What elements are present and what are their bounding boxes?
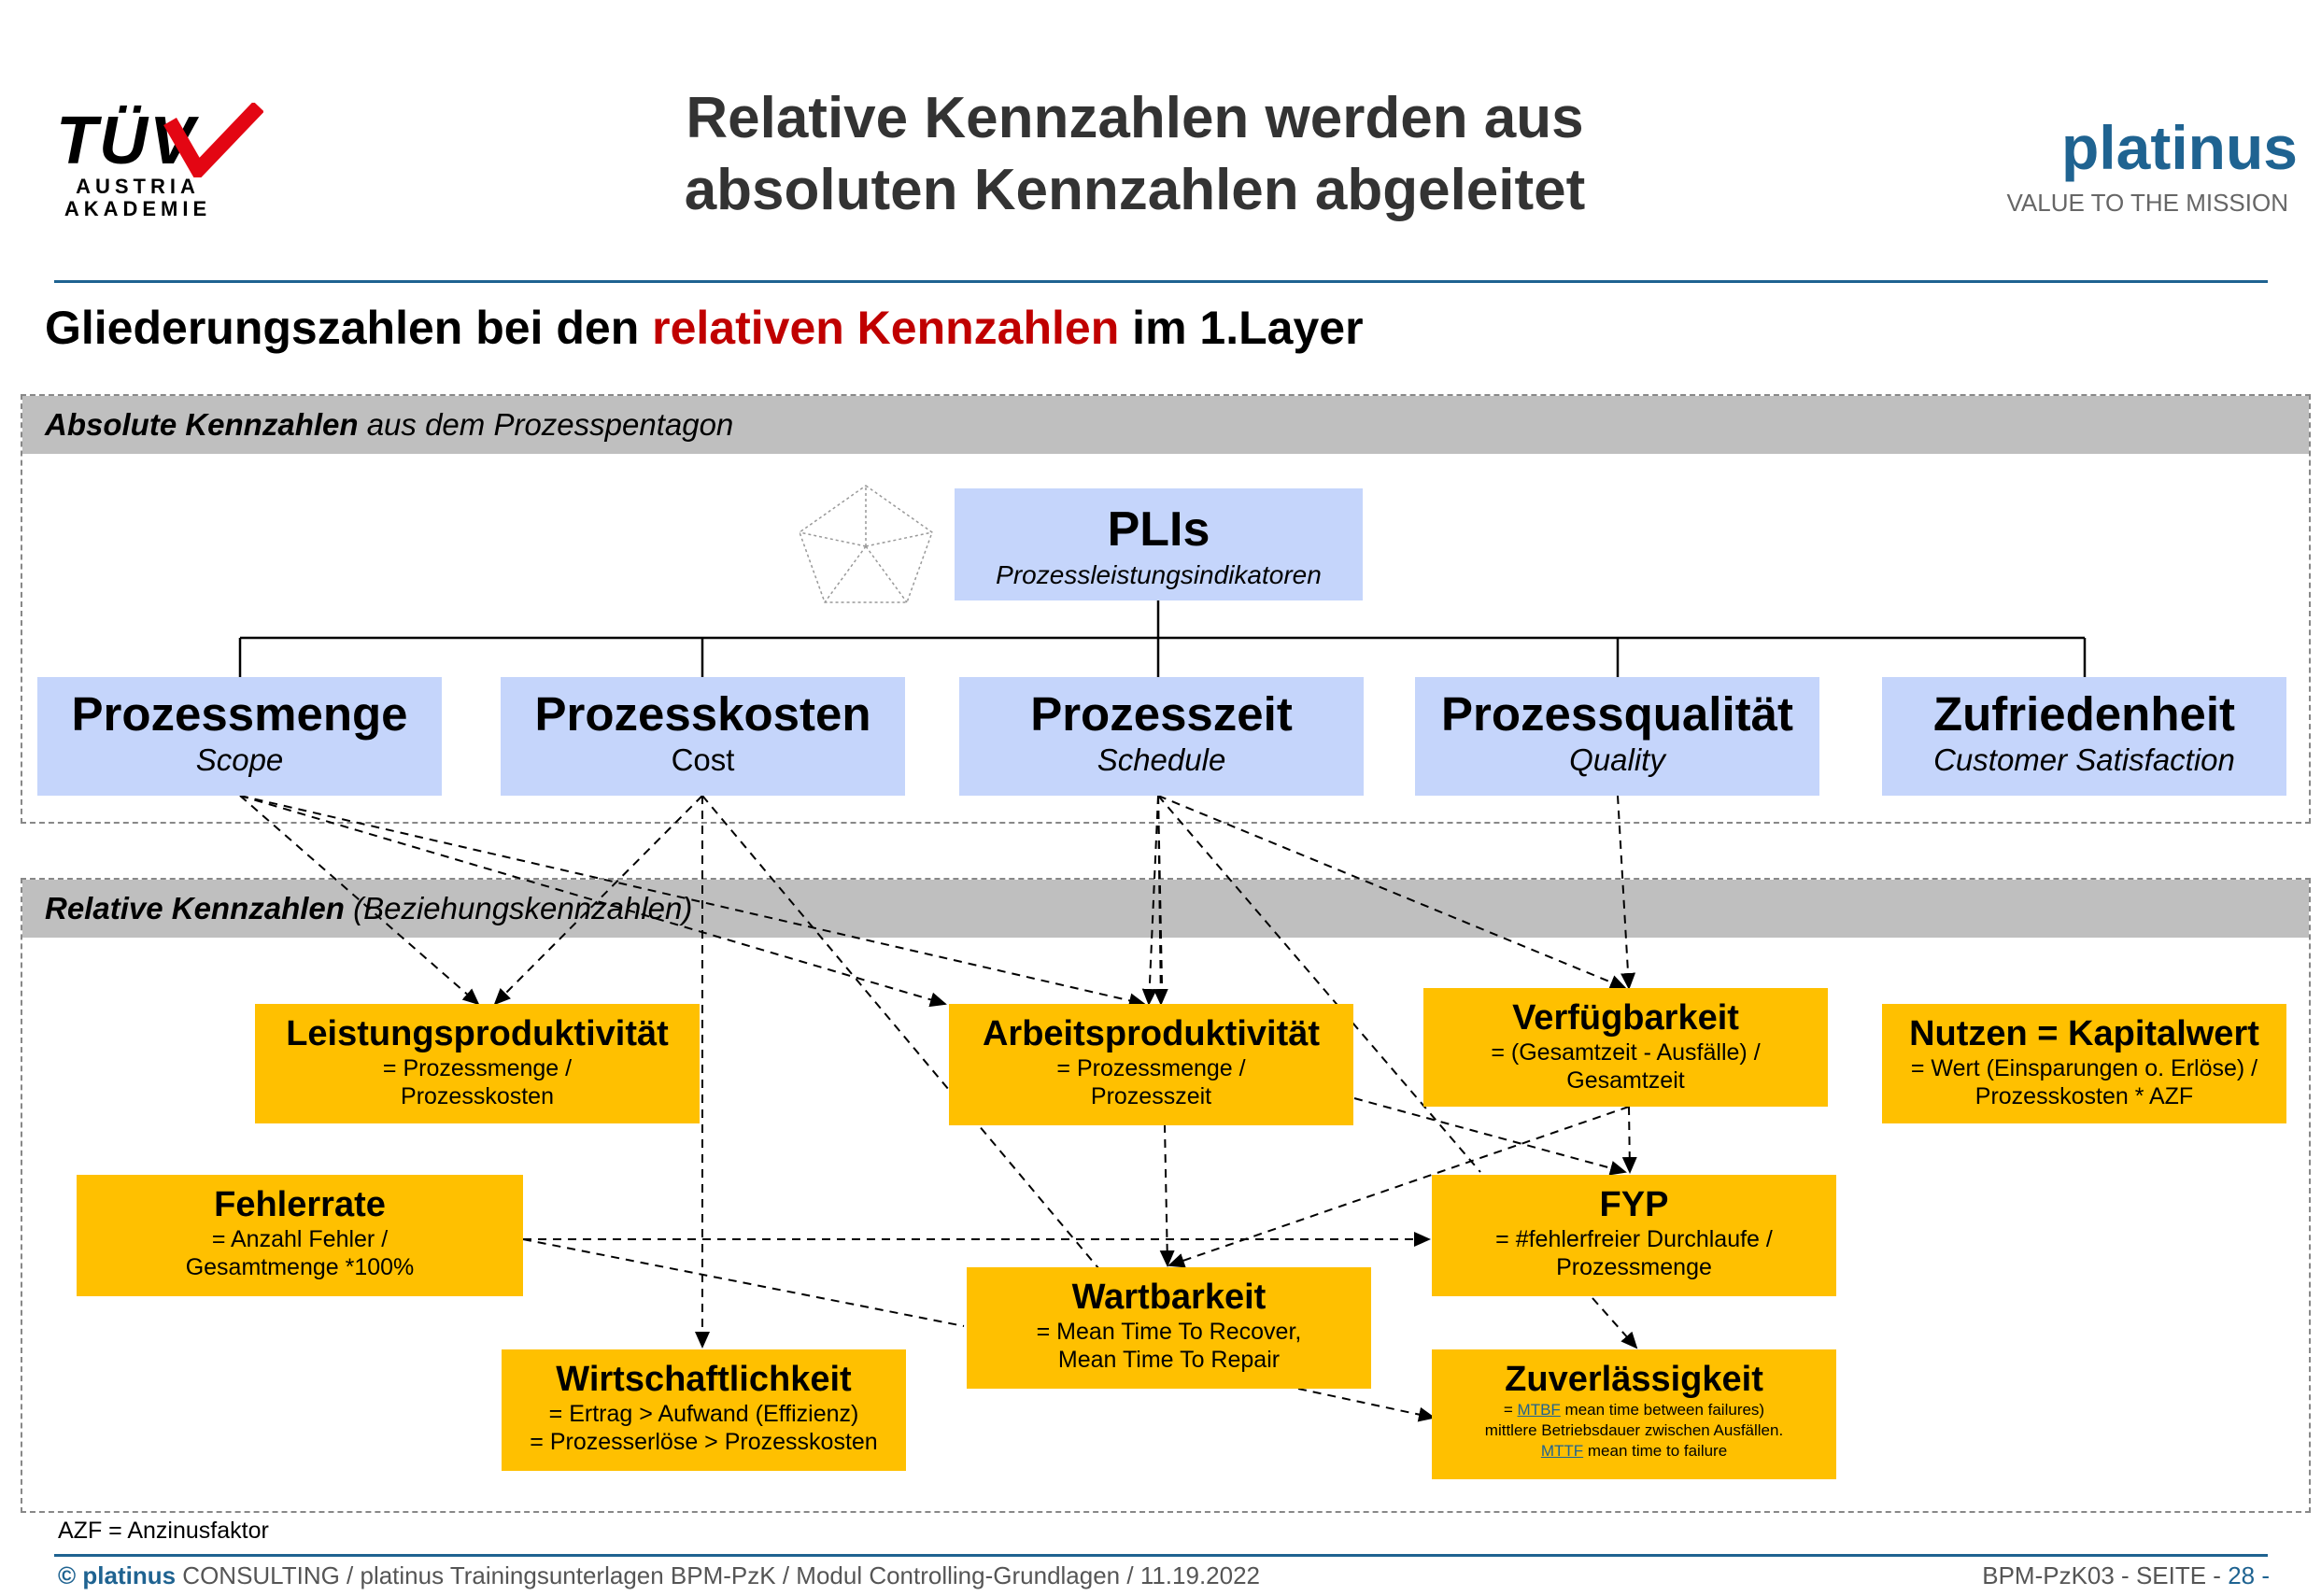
box-arbeitsproduktivitaet: Arbeitsproduktivität = Prozessmenge / Pr… bbox=[949, 1004, 1353, 1125]
plis-box: PLIs Prozessleistungsindikatoren bbox=[955, 488, 1363, 600]
fyp-line2: Prozessmenge bbox=[1556, 1254, 1712, 1280]
footer-divider bbox=[54, 1554, 2268, 1557]
plis-title: PLIs bbox=[1107, 502, 1210, 557]
box-prozessmenge: Prozessmenge Scope bbox=[37, 677, 442, 796]
absolute-section-header: Absolute Kennzahlen aus dem Prozesspenta… bbox=[22, 396, 2309, 454]
arbeit-line2: Prozesszeit bbox=[1090, 1083, 1212, 1109]
verfueg-line2: Gesamtzeit bbox=[1566, 1067, 1685, 1094]
hierarchy-tree bbox=[238, 600, 2087, 677]
prozessqualitaet-subtitle: Quality bbox=[1569, 742, 1665, 777]
tuv-brand: TÜV bbox=[56, 104, 196, 178]
wirtschaft-line1: = Ertrag > Aufwand (Effizienz) bbox=[548, 1401, 859, 1427]
box-nutzen-kapitalwert: Nutzen = Kapitalwert = Wert (Einsparunge… bbox=[1882, 1004, 2286, 1123]
fehler-title: Fehlerrate bbox=[214, 1185, 386, 1224]
absolute-section-title-bold: Absolute Kennzahlen bbox=[45, 407, 359, 442]
relative-kennzahlen-section bbox=[21, 878, 2311, 1513]
prozessqualitaet-title: Prozessqualität bbox=[1441, 687, 1793, 741]
verfueg-title: Verfügbarkeit bbox=[1512, 998, 1739, 1038]
box-leistungsproduktivitaet: Leistungsproduktivität = Prozessmenge / … bbox=[255, 1004, 700, 1123]
fehler-line2: Gesamtmenge *100% bbox=[185, 1254, 415, 1280]
relative-section-title-rest: (Beziehungskennzahlen) bbox=[344, 891, 693, 925]
slide-subtitle: Gliederungszahlen bei den relativen Kenn… bbox=[45, 301, 1364, 355]
leistung-title: Leistungsproduktivität bbox=[286, 1014, 669, 1053]
fyp-title: FYP bbox=[1599, 1185, 1669, 1224]
title-line-2: absoluten Kennzahlen abgeleitet bbox=[684, 158, 1586, 222]
leistung-line2: Prozesskosten bbox=[401, 1083, 554, 1109]
dependency-arrows bbox=[239, 795, 1638, 1422]
header-divider bbox=[54, 280, 2268, 283]
footer-doc-ref: BPM-PzK03 - SEITE - bbox=[1982, 1561, 2229, 1589]
page-number: 28 - bbox=[2228, 1561, 2270, 1589]
relative-section-title-bold: Relative Kennzahlen bbox=[45, 891, 345, 925]
wirtschaft-title: Wirtschaftlichkeit bbox=[556, 1360, 852, 1399]
wartbar-line2: Mean Time To Repair bbox=[1057, 1347, 1281, 1373]
box-fyp: FYP = #fehlerfreier Durchlaufe / Prozess… bbox=[1432, 1175, 1836, 1296]
subtitle-part1: Gliederungszahlen bei den bbox=[45, 302, 653, 354]
zuverl-line1-prefix: = bbox=[1503, 1401, 1518, 1419]
tuv-austria-logo: TÜV AUSTRIA AKADEMIE bbox=[56, 103, 263, 224]
wartbar-title: Wartbarkeit bbox=[1071, 1278, 1267, 1317]
fehler-line1: = Anzahl Fehler / bbox=[211, 1226, 389, 1252]
footer-brand: platinus bbox=[82, 1561, 177, 1589]
relative-section-header: Relative Kennzahlen (Beziehungskennzahle… bbox=[22, 880, 2309, 938]
arbeit-title: Arbeitsproduktivität bbox=[982, 1014, 1321, 1053]
zuverl-line1: = MTBF mean time between failures) bbox=[1432, 1400, 1836, 1420]
box-prozesszeit: Prozesszeit Schedule bbox=[959, 677, 1364, 796]
mttf-link[interactable]: MTTF bbox=[1540, 1442, 1584, 1460]
prozessmenge-subtitle: Scope bbox=[195, 742, 284, 777]
absolute-section-title-rest: aus dem Prozesspentagon bbox=[358, 407, 734, 442]
box-zufriedenheit: Zufriedenheit Customer Satisfaction bbox=[1882, 677, 2286, 796]
box-zuverlaessigkeit: Zuverlässigkeit = MTBF mean time between… bbox=[1432, 1349, 1836, 1479]
zufriedenheit-subtitle: Customer Satisfaction bbox=[1933, 742, 2235, 777]
zuverl-line3: MTTF mean time to failure bbox=[1432, 1441, 1836, 1462]
footer-page-number: BPM-PzK03 - SEITE - 28 - bbox=[1775, 1561, 2270, 1590]
wartbar-line1: = Mean Time To Recover, bbox=[1036, 1319, 1302, 1345]
arbeit-line1: = Prozessmenge / bbox=[1056, 1055, 1246, 1081]
footer-text: CONSULTING / platinus Trainingsunterlage… bbox=[176, 1561, 1261, 1589]
footer-copyright: © platinus CONSULTING / platinus Trainin… bbox=[58, 1561, 1260, 1590]
zuverl-line2: mittlere Betriebsdauer zwischen Ausfälle… bbox=[1484, 1421, 1784, 1439]
wirtschaft-line2: = Prozesserlöse > Prozesskosten bbox=[530, 1429, 878, 1455]
mtbf-link[interactable]: MTBF bbox=[1517, 1401, 1561, 1419]
nutzen-line1: = Wert (Einsparungen o. Erlöse) / bbox=[1910, 1055, 2258, 1081]
tuv-checkmark-icon bbox=[163, 103, 263, 177]
tuv-line-akademie: AKADEMIE bbox=[64, 197, 212, 220]
box-wirtschaftlichkeit: Wirtschaftlichkeit = Ertrag > Aufwand (E… bbox=[502, 1349, 906, 1471]
title-line-1: Relative Kennzahlen werden aus bbox=[686, 86, 1584, 150]
box-prozesskosten: Prozesskosten Cost bbox=[501, 677, 905, 796]
zuverl-title: Zuverlässigkeit bbox=[1505, 1360, 1763, 1399]
leistung-line1: = Prozessmenge / bbox=[382, 1055, 573, 1081]
tuv-line-austria: AUSTRIA bbox=[76, 175, 200, 198]
tagline: VALUE TO THE MISSION bbox=[2006, 189, 2289, 217]
footer-copyright-symbol: © bbox=[58, 1561, 83, 1589]
box-verfuegbarkeit: Verfügbarkeit = (Gesamtzeit - Ausfälle) … bbox=[1423, 988, 1828, 1107]
prozessmenge-title: Prozessmenge bbox=[71, 687, 408, 741]
subtitle-highlight: relativen Kennzahlen bbox=[652, 302, 1120, 354]
prozesskosten-subtitle: Cost bbox=[671, 742, 735, 777]
prozesszeit-title: Prozesszeit bbox=[1030, 687, 1293, 741]
zuverl-line1-rest: mean time between failures) bbox=[1560, 1401, 1765, 1419]
nutzen-title: Nutzen = Kapitalwert bbox=[1909, 1014, 2259, 1053]
zuverl-line3-rest: mean time to failure bbox=[1583, 1442, 1728, 1460]
azf-note: AZF = Anzinusfaktor bbox=[58, 1518, 269, 1544]
plis-subtitle: Prozessleistungsindikatoren bbox=[996, 560, 1322, 589]
platinus-logo: platinus bbox=[2060, 113, 2298, 182]
box-wartbarkeit: Wartbarkeit = Mean Time To Recover, Mean… bbox=[967, 1267, 1371, 1389]
page-title: Relative Kennzahlen werden aus absoluten… bbox=[560, 82, 1709, 226]
box-fehlerrate: Fehlerrate = Anzahl Fehler / Gesamtmenge… bbox=[77, 1175, 523, 1296]
prozesszeit-subtitle: Schedule bbox=[1097, 742, 1226, 777]
fyp-line1: = #fehlerfreier Durchlaufe / bbox=[1495, 1226, 1773, 1252]
nutzen-line2: Prozesskosten * AZF bbox=[1974, 1083, 2194, 1109]
pentagon-icon bbox=[799, 485, 933, 603]
zufriedenheit-title: Zufriedenheit bbox=[1932, 687, 2235, 741]
prozesskosten-title: Prozesskosten bbox=[534, 687, 871, 741]
subtitle-part2: im 1.Layer bbox=[1119, 302, 1364, 354]
verfueg-line1: = (Gesamtzeit - Ausfälle) / bbox=[1491, 1039, 1761, 1066]
absolute-kennzahlen-section bbox=[21, 394, 2311, 824]
box-prozessqualitaet: Prozessqualität Quality bbox=[1415, 677, 1819, 796]
